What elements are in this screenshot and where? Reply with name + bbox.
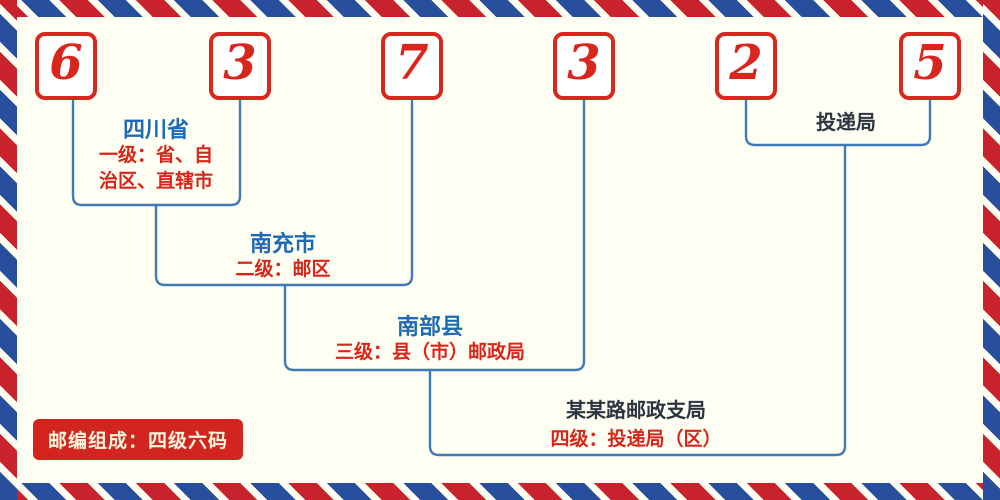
composition-badge: 邮编组成：四级六码 [33, 419, 244, 460]
digit-box-5: 2 [715, 32, 777, 100]
digit-1: 6 [49, 35, 83, 91]
level4-desc-label: 四级：投递局（区） [550, 428, 722, 450]
digit-2: 3 [223, 35, 257, 91]
level3-place-label: 南部县 [396, 315, 464, 340]
level1-desc-line1: 一级：省、自 [98, 144, 214, 166]
digit-box-4: 3 [553, 32, 615, 100]
digit-box-2: 3 [209, 32, 271, 100]
level1-place-label: 四川省 [122, 118, 190, 143]
delivery-office-label: 投递局 [816, 110, 876, 134]
airmail-border-bottom [0, 483, 1000, 500]
digit-6: 5 [913, 35, 947, 91]
digit-box-1: 6 [35, 32, 97, 100]
digit-5: 2 [729, 35, 763, 91]
digit-3: 7 [395, 35, 429, 91]
airmail-border-left [0, 0, 17, 500]
level2-place-label: 南充市 [249, 232, 317, 257]
digit-box-6: 5 [899, 32, 961, 100]
level3-desc-label: 三级：县（市）邮政局 [334, 341, 526, 363]
digit-box-3: 7 [381, 32, 443, 100]
level2-desc-label: 二级：邮区 [235, 258, 331, 280]
digit-4: 3 [567, 35, 601, 91]
level1-desc-line2: 治区、直辖市 [98, 170, 214, 192]
airmail-border-top [0, 0, 1000, 17]
level4-place-label: 某某路邮政支局 [566, 398, 706, 422]
level1-desc-label: 一级：省、自 治区、直辖市 [99, 142, 213, 194]
composition-text: 邮编组成：四级六码 [48, 430, 229, 452]
airmail-border-right [983, 0, 1000, 500]
